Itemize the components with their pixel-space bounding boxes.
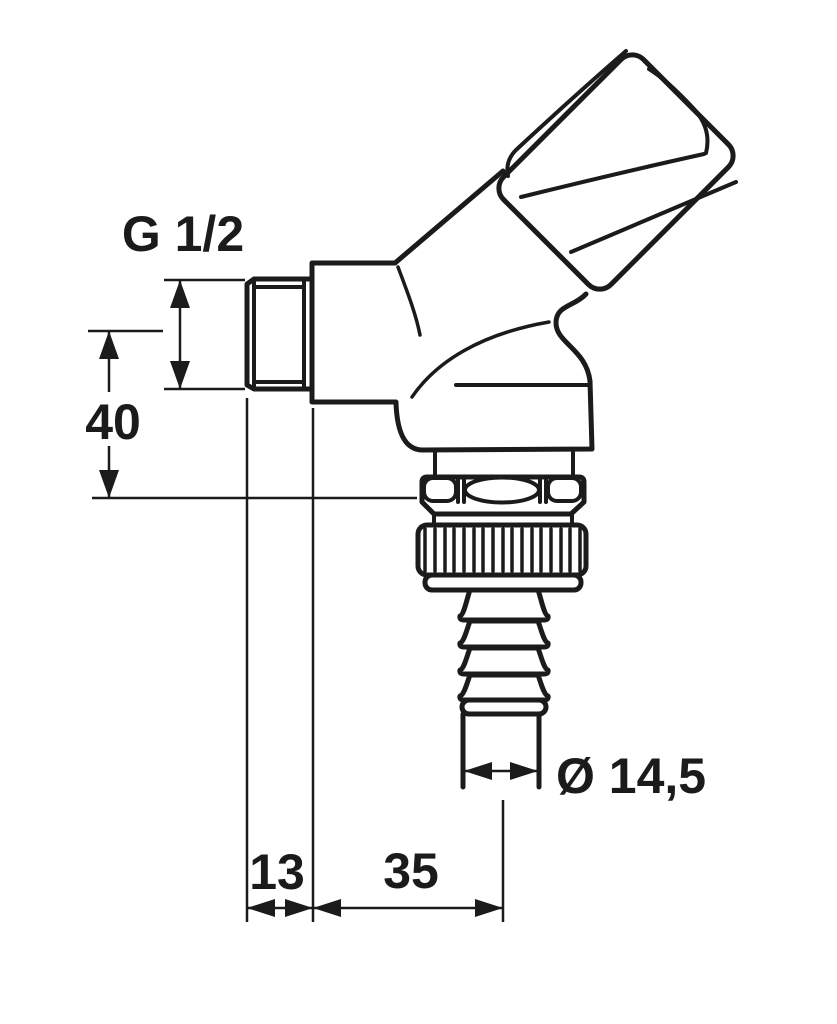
handle-outline: [496, 52, 736, 292]
arrowhead-left-icon: [313, 899, 341, 917]
handle-outline-group: [496, 52, 736, 292]
hose-spout-tube: [460, 711, 542, 790]
thread-end-face: [252, 277, 306, 391]
knurled-ring: [415, 522, 589, 593]
valve-neck: [392, 168, 595, 453]
neck-top-edge: [392, 168, 506, 266]
barb-ring-2: [457, 618, 551, 650]
thread-chamfer-lines: [252, 285, 306, 384]
barb-ring-3: [457, 645, 551, 677]
barb-end-collar: [459, 697, 549, 717]
arrowhead-up-icon: [170, 280, 190, 308]
height-extension-lines: [88, 329, 417, 500]
handle-groove-upper: [519, 152, 706, 199]
body-transition-arc: [396, 265, 422, 337]
offset-label: 13: [249, 844, 305, 900]
hose-barb: [457, 587, 551, 790]
arrowhead-down-icon: [170, 361, 190, 389]
handle-bevel-line: [505, 49, 628, 178]
barb-ring-1: [457, 587, 551, 623]
depth-label: 35: [383, 843, 439, 899]
body-left-outline: [309, 260, 399, 405]
body-shoulder-arc: [410, 320, 551, 399]
arrowhead-right-icon: [510, 762, 538, 780]
hex-nut: [419, 474, 587, 527]
hose-diameter-label: Ø 14,5: [556, 748, 706, 804]
dimension-height: 40: [85, 329, 417, 500]
valve-handle: [496, 49, 738, 292]
handle-groove-lower: [569, 180, 738, 254]
valve-body: [309, 260, 590, 479]
body-lower-step: [433, 449, 575, 479]
arrowhead-left-icon: [464, 762, 492, 780]
knurl-lines: [423, 527, 582, 573]
thread-label: G 1/2: [122, 206, 244, 262]
body-right-outline: [393, 291, 595, 453]
thread-outline: [244, 276, 314, 392]
arrowhead-right-icon: [285, 899, 313, 917]
nut-outline: [419, 474, 587, 517]
dimension-bottom: 13 35: [245, 398, 505, 922]
arrowhead-up-icon: [99, 331, 119, 359]
thread-extension-lines: [164, 278, 245, 391]
arrowhead-left-icon: [247, 899, 275, 917]
barb-ring-4: [457, 672, 551, 703]
arrowhead-down-icon: [99, 470, 119, 498]
thread-outlet: [244, 276, 314, 392]
dimension-thread: G 1/2: [122, 206, 245, 391]
height-label: 40: [85, 394, 141, 450]
nut-flat-separators: [456, 477, 548, 504]
bottom-extension-lines: [245, 398, 505, 922]
handle-end-cap-line: [647, 67, 710, 155]
arrowhead-right-icon: [475, 899, 503, 917]
dimension-hose-diameter: Ø 14,5: [464, 748, 706, 804]
